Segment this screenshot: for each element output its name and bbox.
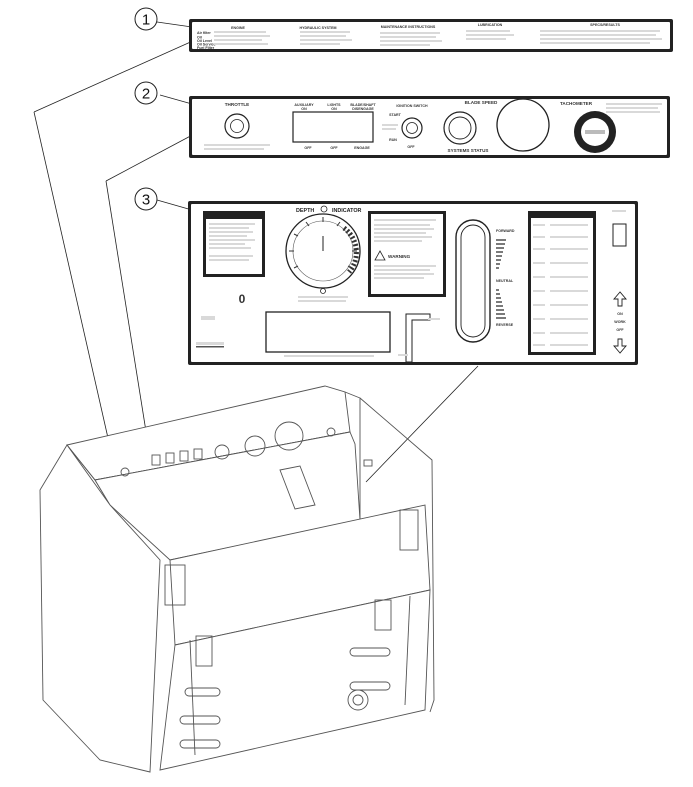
ignition-switch xyxy=(401,117,423,139)
throttle-knob-inner xyxy=(230,119,244,133)
run-label: RUN xyxy=(389,138,397,142)
callout-1-tail xyxy=(156,21,193,28)
decal1-header-lubrication: LUBRICATION xyxy=(478,23,503,27)
display-window xyxy=(265,311,391,353)
auxiliary-on-label: ON xyxy=(301,107,307,111)
svg-text:Fuel Filter: Fuel Filter xyxy=(197,46,215,50)
throttle-label: THROTTLE xyxy=(225,102,250,107)
decal1-header-maintenance: MAINTENANCE INSTRUCTIONS xyxy=(381,25,436,29)
joystick-slot xyxy=(405,313,431,363)
neutral-label: NEUTRAL xyxy=(496,279,514,283)
engage-label: ENGAGE xyxy=(354,146,370,150)
aux-off-label: OFF xyxy=(304,146,312,150)
ignition-label: IGNITION SWITCH xyxy=(396,104,428,108)
depth-label: DEPTH xyxy=(296,208,314,214)
throttle-knob xyxy=(224,113,250,139)
leader-lines xyxy=(33,21,479,483)
indicator-label: INDICATOR xyxy=(332,208,362,214)
zero-label: 0 xyxy=(239,292,246,306)
reverse-label: REVERSE xyxy=(496,323,514,327)
svg-text:Oil: Oil xyxy=(197,36,202,40)
callout-1: 1 xyxy=(134,7,158,31)
tachometer-label: TACHOMETER xyxy=(560,101,593,106)
console-housing xyxy=(39,385,435,773)
callout-3-label: 3 xyxy=(142,192,150,209)
callout-1-label: 1 xyxy=(142,12,150,29)
leader-2a xyxy=(105,131,199,182)
tachometer-gauge xyxy=(496,98,550,152)
leader-1b xyxy=(33,111,109,439)
svg-text:Air filter: Air filter xyxy=(197,31,211,35)
decal1-header-engine: ENGINE xyxy=(231,26,245,30)
off-label: OFF xyxy=(616,328,624,332)
speed-ticks xyxy=(496,239,506,319)
work-label: WORK xyxy=(614,320,626,324)
callout-3: 3 xyxy=(134,187,158,211)
lights-label: LIGHTS xyxy=(327,103,341,107)
blade-shaft-label: BLADE/SHAFT xyxy=(350,103,376,107)
callout-3-tail xyxy=(156,199,193,211)
decal-3-operator-panel: 0 DEPTH INDICATOR xyxy=(188,201,638,365)
ignition-off-label: OFF xyxy=(407,145,415,149)
lights-on-label: ON xyxy=(331,107,337,111)
blade-speed-label: BLADE SPEED xyxy=(465,100,498,105)
decal-1-maintenance: ENGINE HYDRAULIC SYSTEM MAINTENANCE INST… xyxy=(189,19,673,52)
callout-2: 2 xyxy=(134,81,158,105)
decal1-left-labels: Air filter Oil Oil Level Oil Service Fue… xyxy=(197,31,216,50)
decal1-header-specs: SPECS/RESULTS xyxy=(590,23,620,27)
down-arrow-icon xyxy=(613,338,627,354)
decal-2-control-panel: THROTTLE AUXILIARY ON LIGHTS ON BLADE/SH… xyxy=(189,96,670,158)
svg-text:Oil Level: Oil Level xyxy=(197,39,212,43)
up-arrow-icon xyxy=(613,291,627,307)
leader-2b xyxy=(105,180,149,445)
forward-label: FORWARD xyxy=(496,229,515,233)
switch-window xyxy=(292,111,374,143)
start-label: START xyxy=(389,113,402,117)
svg-text:Oil Service: Oil Service xyxy=(197,43,216,47)
key-switch-slot xyxy=(612,223,627,247)
warning-icon xyxy=(374,250,386,261)
blade-disengage-label: DISENGAGE xyxy=(352,107,374,111)
on-label: ON xyxy=(617,312,623,316)
leader-3 xyxy=(365,365,479,483)
systems-status-label: SYSTEMS STATUS xyxy=(448,148,489,153)
callout-2-label: 2 xyxy=(142,86,150,103)
decal1-fine-print xyxy=(214,30,662,46)
decal1-header-hydraulic: HYDRAULIC SYSTEM xyxy=(300,26,337,30)
auxiliary-label: AUXILIARY xyxy=(294,103,314,107)
warning-label: WARNING xyxy=(388,254,411,259)
callout-2-tail xyxy=(159,94,193,105)
lights-off-label: OFF xyxy=(330,146,338,150)
leader-1a xyxy=(33,39,196,113)
